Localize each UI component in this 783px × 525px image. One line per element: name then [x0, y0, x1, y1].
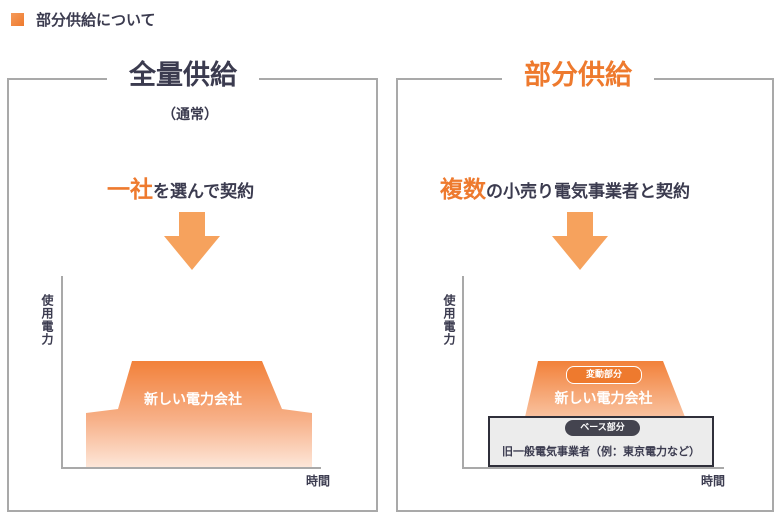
right-y-axis — [462, 276, 464, 469]
left-y-axis — [61, 276, 63, 469]
left-lead-text: 一社を選んで契約 — [107, 170, 254, 204]
left-panel-title: 全量供給 — [107, 58, 259, 94]
right-lead-text: 複数の小売り電気事業者と契約 — [440, 170, 690, 204]
right-x-axis-label: 時間 — [701, 474, 726, 488]
variable-part-badge: 変動部分 — [566, 366, 642, 384]
right-x-axis — [462, 467, 724, 469]
base-part-badge: ベース部分 — [565, 420, 640, 436]
left-usage-shape — [86, 361, 312, 467]
header-bullet-icon — [11, 13, 24, 26]
right-lead-emphasis: 複数 — [440, 177, 486, 203]
right-down-arrow-icon — [552, 212, 608, 270]
right-variable-shape — [525, 361, 685, 417]
right-shape-label: 新しい電力会社 — [554, 391, 653, 407]
left-y-axis-label: 使用電力 — [40, 294, 54, 346]
right-panel-title: 部分供給 — [502, 58, 654, 94]
left-x-axis-label: 時間 — [306, 474, 331, 488]
right-y-axis-label: 使用電力 — [442, 294, 456, 346]
left-shape-label: 新しい電力会社 — [144, 392, 242, 408]
left-panel-subtitle: （通常） — [162, 107, 218, 123]
left-x-axis — [61, 467, 321, 469]
base-part-label: 旧一般電気事業者（例：東京電力など） — [502, 445, 700, 458]
page-title: 部分供給について — [36, 11, 156, 29]
left-down-arrow-icon — [164, 212, 220, 270]
left-lead-rest: を選んで契約 — [153, 182, 255, 202]
right-lead-rest: の小売り電気事業者と契約 — [486, 182, 690, 202]
left-lead-emphasis: 一社 — [107, 177, 153, 203]
